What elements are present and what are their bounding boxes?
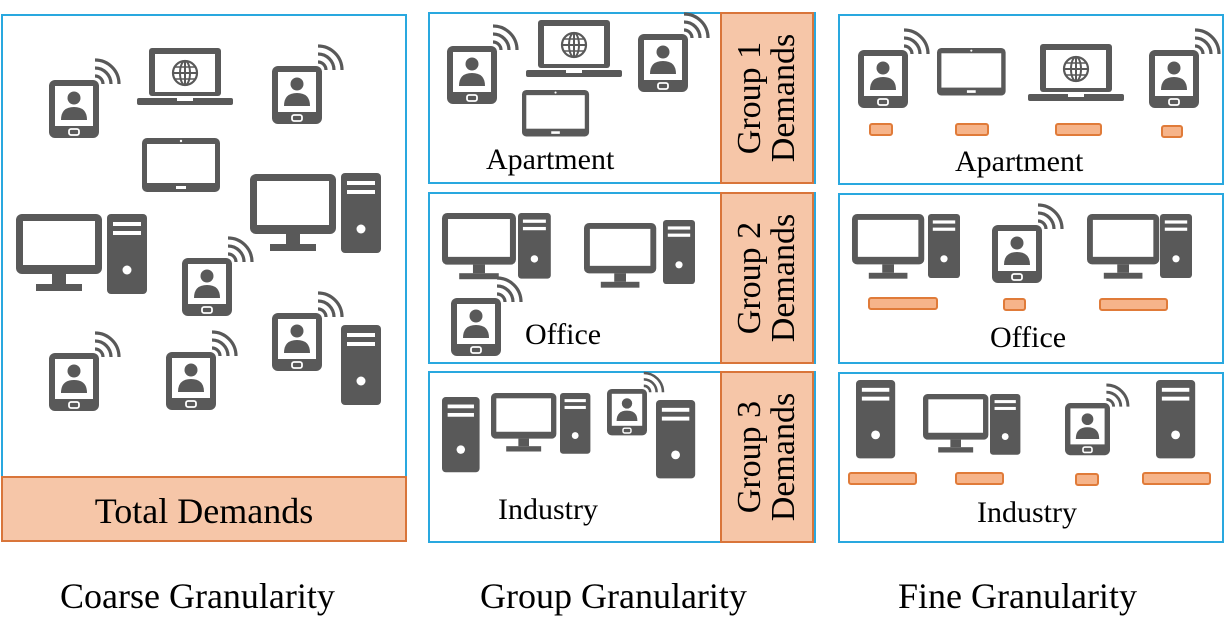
desktop-monitor-icon: [923, 394, 989, 453]
smartphone-icon: [49, 331, 121, 411]
demand-bar: [1142, 472, 1211, 485]
total-demands-label: Total Demands: [94, 491, 314, 531]
desktop-monitor-icon: [250, 174, 336, 252]
smartphone-icon: [447, 24, 519, 104]
demand-bar: [955, 123, 989, 136]
desktop-monitor-icon: [16, 214, 102, 292]
smartphone-icon: [858, 28, 930, 108]
laptop-icon: [526, 20, 622, 78]
demand-bar: [868, 297, 938, 310]
fine-apartment-label: Apartment: [955, 145, 1084, 178]
tablet-icon: [937, 48, 1006, 96]
desktop-monitor-icon: [852, 214, 925, 280]
pc-tower-icon: [341, 325, 381, 405]
group-caption: Group Granularity: [480, 576, 747, 616]
fine-office-label: Office: [990, 321, 1067, 354]
group-3-tag-line2: Demands: [765, 392, 802, 522]
laptop-icon: [1028, 44, 1124, 102]
coarse-caption: Coarse Granularity: [60, 576, 335, 616]
pc-tower-icon: [990, 394, 1021, 455]
group-2-tag-line2: Demands: [765, 213, 802, 343]
laptop-icon: [137, 48, 233, 106]
smartphone-icon: [182, 236, 254, 316]
pc-tower-icon: [856, 380, 896, 459]
pc-tower-icon: [1156, 380, 1196, 459]
group-industry-label: Industry: [498, 493, 598, 526]
smartphone-icon: [1065, 383, 1130, 456]
smartphone-icon: [272, 44, 344, 124]
group-1-tag-line1: Group 1: [731, 41, 768, 155]
smartphone-icon: [1149, 28, 1221, 108]
demand-bar: [848, 472, 917, 485]
group-apartment-label: Apartment: [486, 143, 615, 176]
tablet-icon: [522, 90, 590, 137]
pc-tower-icon: [442, 397, 480, 473]
total-demands-bar: Total Demands: [1, 476, 407, 542]
tablet-icon: [142, 138, 220, 192]
smartphone-icon: [49, 58, 121, 138]
demand-bar: [869, 123, 893, 136]
group-3-tag-line1: Group 3: [731, 400, 768, 514]
pc-tower-icon: [341, 173, 381, 253]
smartphone-icon: [272, 291, 344, 371]
demand-bar: [1003, 298, 1026, 311]
smartphone-icon: [992, 203, 1064, 283]
fine-industry-label: Industry: [977, 496, 1077, 529]
pc-tower-icon: [663, 220, 695, 284]
pc-tower-icon: [107, 214, 147, 294]
pc-tower-icon: [560, 393, 591, 454]
demand-bar: [955, 472, 1004, 485]
group-1-tag-line2: Demands: [765, 33, 802, 163]
group-2-tag-line1: Group 2: [731, 221, 768, 335]
smartphone-icon: [607, 371, 665, 436]
demand-bar: [1161, 125, 1183, 138]
demand-bar: [1075, 473, 1099, 486]
smartphone-icon: [166, 330, 238, 410]
desktop-monitor-icon: [1087, 214, 1160, 280]
pc-tower-icon: [1160, 214, 1192, 278]
pc-tower-icon: [656, 400, 696, 479]
pc-tower-icon: [928, 214, 960, 278]
fine-caption: Fine Granularity: [898, 576, 1137, 616]
smartphone-icon: [451, 276, 523, 356]
pc-tower-icon: [518, 213, 551, 279]
desktop-monitor-icon: [491, 393, 557, 452]
demand-bar: [1099, 298, 1168, 311]
desktop-monitor-icon: [442, 213, 516, 280]
group-office-label: Office: [525, 318, 602, 351]
desktop-monitor-icon: [584, 223, 657, 289]
demand-bar: [1055, 123, 1102, 136]
smartphone-icon: [638, 12, 710, 92]
